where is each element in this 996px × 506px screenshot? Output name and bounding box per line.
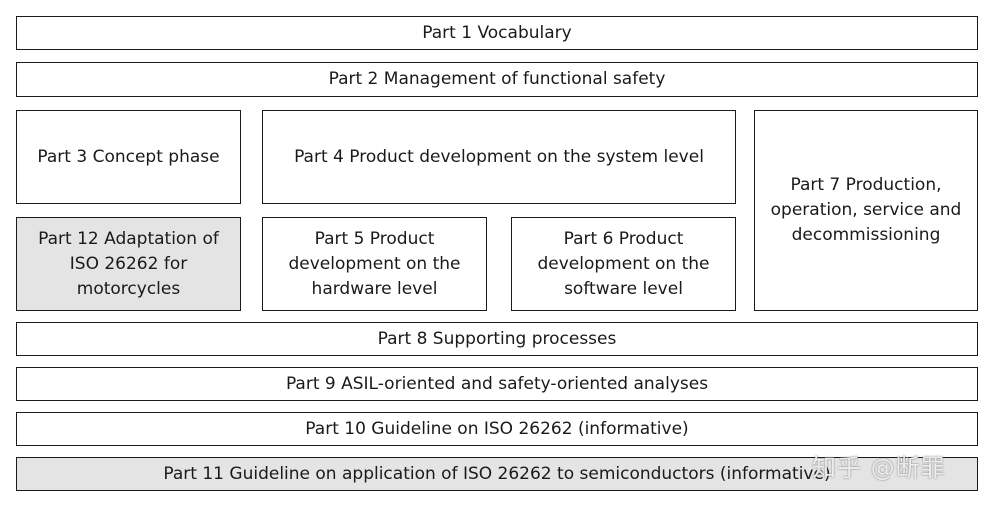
part-11-label: Part 11 Guideline on application of ISO … bbox=[163, 463, 831, 484]
part-11-box: Part 11 Guideline on application of ISO … bbox=[16, 457, 978, 491]
part-6-label: Part 6 Product development on the softwa… bbox=[537, 228, 710, 299]
part-4-label: Part 4 Product development on the system… bbox=[294, 146, 704, 167]
part-12-label: Part 12 Adaptation of ISO 26262 for moto… bbox=[38, 228, 219, 299]
part-2-label: Part 2 Management of functional safety bbox=[328, 69, 666, 89]
part-5-box: Part 5 Product development on the hardwa… bbox=[262, 217, 487, 311]
part-4-box: Part 4 Product development on the system… bbox=[262, 110, 736, 204]
part-10-label: Part 10 Guideline on ISO 26262 (informat… bbox=[305, 418, 689, 439]
part-6-box: Part 6 Product development on the softwa… bbox=[511, 217, 736, 311]
part-12-box: Part 12 Adaptation of ISO 26262 for moto… bbox=[16, 217, 241, 311]
part-10-box: Part 10 Guideline on ISO 26262 (informat… bbox=[16, 412, 978, 446]
part-3-box: Part 3 Concept phase bbox=[16, 110, 241, 204]
part-8-box: Part 8 Supporting processes bbox=[16, 322, 978, 356]
part-5-label: Part 5 Product development on the hardwa… bbox=[288, 228, 461, 299]
part-3-label: Part 3 Concept phase bbox=[37, 146, 220, 167]
part-7-box: Part 7 Production, operation, service an… bbox=[754, 110, 978, 311]
part-1-label: Part 1 Vocabulary bbox=[422, 22, 572, 43]
watermark-text: 知乎 @断罪 bbox=[812, 454, 946, 482]
part-1-box: Part 1 Vocabulary bbox=[16, 16, 978, 50]
part-7-label: Part 7 Production, operation, service an… bbox=[770, 175, 962, 245]
part-9-box: Part 9 ASIL-oriented and safety-oriented… bbox=[16, 367, 978, 401]
part-2-box: Part 2 Management of functional safety bbox=[16, 62, 978, 97]
part-8-label: Part 8 Supporting processes bbox=[377, 328, 617, 349]
part-9-label: Part 9 ASIL-oriented and safety-oriented… bbox=[285, 373, 709, 394]
